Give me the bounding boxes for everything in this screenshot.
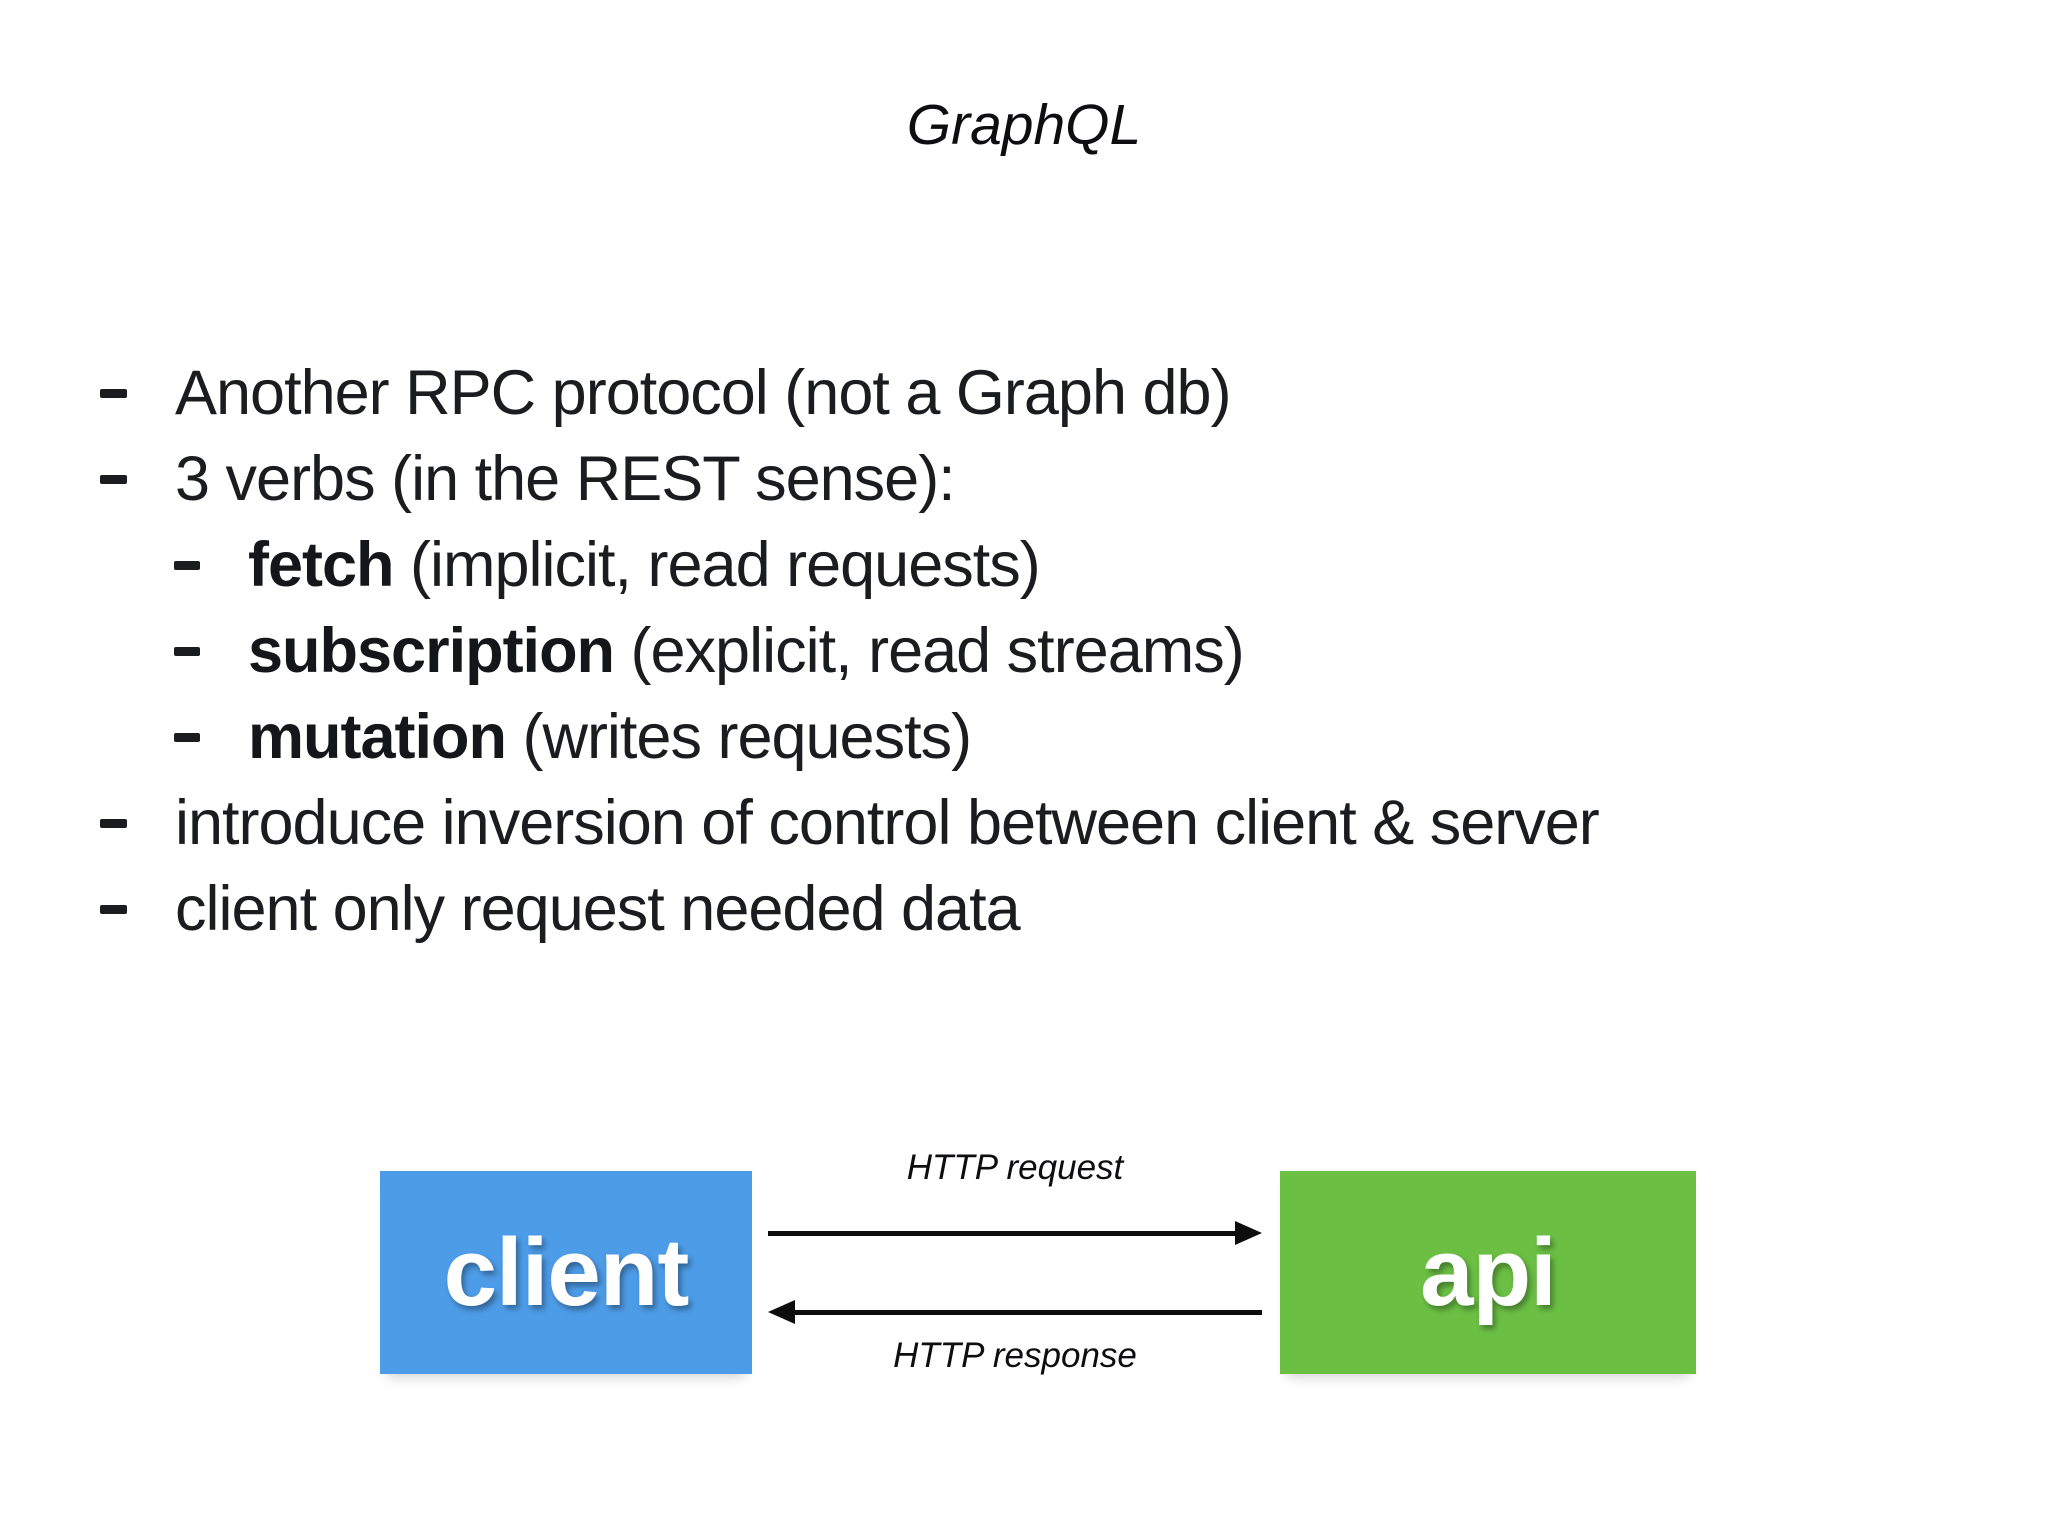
slide-title: GraphQL (906, 93, 1142, 157)
bullet-dash-icon (174, 560, 200, 570)
bullet-dash-icon (100, 904, 127, 914)
bullet-rest: client only request needed data (175, 874, 1021, 944)
bullet-text: subscription (explicit, read streams) (248, 615, 1245, 687)
client-box: client (380, 1171, 752, 1374)
request-arrow (768, 1221, 1262, 1245)
bullet-rest: (explicit, read streams) (614, 616, 1245, 686)
bullet-rest: (writes requests) (505, 702, 972, 772)
bullet-rest: (implicit, read requests) (393, 530, 1041, 600)
bullet-text: Another RPC protocol (not a Graph db) (175, 357, 1232, 429)
bullet-dash-icon (100, 388, 127, 398)
response-arrow (768, 1300, 1262, 1324)
bullet-rest: Another RPC protocol (not a Graph db) (175, 358, 1232, 428)
api-box: api (1280, 1171, 1696, 1374)
bullet-item: introduce inversion of control between c… (100, 780, 1920, 866)
response-arrow-line (795, 1309, 1262, 1315)
client-box-label: client (443, 1218, 690, 1326)
bullet-text: client only request needed data (175, 873, 1021, 945)
bullet-keyword: fetch (248, 530, 395, 600)
bullet-item: 3 verbs (in the REST sense): (100, 436, 1920, 522)
bullet-keyword: subscription (248, 616, 615, 686)
bullet-dash-icon (100, 818, 127, 828)
bullet-text: introduce inversion of control between c… (175, 787, 1600, 859)
bullet-item: mutation (writes requests) (174, 694, 1920, 780)
bullet-item: Another RPC protocol (not a Graph db) (100, 350, 1920, 436)
bullet-text: fetch (implicit, read requests) (248, 529, 1041, 601)
http-response-label: HTTP response (893, 1336, 1137, 1375)
bullet-list: Another RPC protocol (not a Graph db) 3 … (100, 350, 1920, 952)
request-arrowhead-icon (1235, 1221, 1262, 1245)
bullet-dash-icon (100, 474, 127, 484)
bullet-rest: 3 verbs (in the REST sense): (175, 444, 956, 514)
bullet-text: mutation (writes requests) (248, 701, 972, 773)
bullet-dash-icon (174, 732, 200, 742)
bullet-keyword: mutation (248, 702, 507, 772)
bullet-item: client only request needed data (100, 866, 1920, 952)
bullet-text: 3 verbs (in the REST sense): (175, 443, 956, 515)
request-arrow-line (768, 1230, 1235, 1236)
bullet-rest: introduce inversion of control between c… (175, 788, 1600, 858)
bullet-dash-icon (174, 646, 200, 656)
bullet-item: subscription (explicit, read streams) (174, 608, 1920, 694)
api-box-label: api (1420, 1218, 1557, 1326)
http-request-label: HTTP request (906, 1148, 1124, 1187)
response-arrowhead-icon (768, 1300, 795, 1324)
bullet-item: fetch (implicit, read requests) (174, 522, 1920, 608)
